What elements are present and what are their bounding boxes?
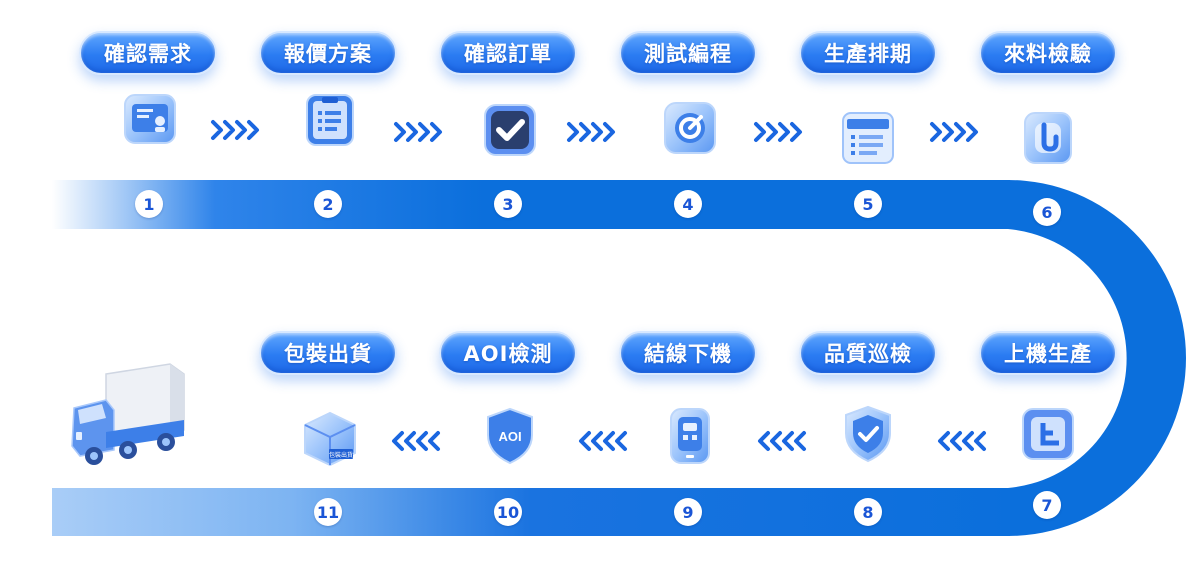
step-7-pill: 上機生產 (979, 331, 1117, 375)
step-1-label: 確認需求 (104, 42, 192, 66)
device-unload-icon (670, 408, 710, 464)
step-4-pill: 測試編程 (619, 31, 757, 75)
step-11-number: 11 (314, 498, 342, 526)
step-2-label: 報價方案 (284, 42, 372, 66)
step-8-number: 8 (854, 498, 882, 526)
track-top (52, 180, 1010, 229)
arrow-left-icon (392, 431, 440, 451)
target-gauge-icon (664, 102, 716, 154)
aoi-shield-icon: AOI (487, 407, 533, 465)
step-3-pill: 確認訂單 (439, 31, 577, 75)
aoi-icon-text: AOI (498, 429, 521, 444)
inspection-tablet-icon (1024, 112, 1072, 164)
step-6-label: 來料檢驗 (1004, 42, 1092, 66)
step-8-label: 品質巡檢 (824, 342, 912, 366)
step-9-label: 結線下機 (644, 342, 732, 366)
step-11-pill: 包裝出貨 (259, 331, 397, 375)
package-box-icon: 包裝出貨 (304, 411, 356, 467)
step-1-pill: 確認需求 (79, 31, 217, 75)
step-4-label: 測試編程 (644, 42, 732, 66)
step-7-number: 7 (1033, 491, 1061, 519)
track-curve (1008, 180, 1186, 536)
arrow-right-icon (567, 122, 615, 142)
step-6-pill: 來料檢驗 (979, 31, 1117, 75)
shield-check-icon (845, 405, 891, 463)
step-10-number: 10 (494, 498, 522, 526)
arrow-right-icon (211, 120, 259, 140)
step-2-number: 2 (314, 190, 342, 218)
arrow-left-icon (579, 431, 627, 451)
presentation-board-icon (124, 94, 176, 144)
step-2-pill: 報價方案 (259, 31, 397, 75)
step-4-number: 4 (674, 190, 702, 218)
step-5-number: 5 (854, 190, 882, 218)
step-9-pill: 結線下機 (619, 331, 757, 375)
step-5-pill: 生產排期 (799, 31, 937, 75)
step-3-number: 3 (494, 190, 522, 218)
step-8-pill: 品質巡檢 (799, 331, 937, 375)
step-6-number: 6 (1033, 198, 1061, 226)
step-3-label: 確認訂單 (464, 42, 552, 66)
step-5-label: 生產排期 (824, 42, 912, 66)
step-10-label: AOI檢測 (463, 342, 553, 366)
step-11-label: 包裝出貨 (284, 342, 372, 366)
delivery-truck-icon (71, 363, 185, 465)
arrow-left-icon (758, 431, 806, 451)
arrow-right-icon (754, 122, 802, 142)
step-10-pill: AOI檢測 (439, 331, 577, 375)
arrow-left-icon (938, 431, 986, 451)
step-7-label: 上機生產 (1004, 342, 1092, 366)
track-bottom (52, 488, 1010, 536)
step-9-number: 9 (674, 498, 702, 526)
arrow-right-icon (930, 122, 978, 142)
step-1-number: 1 (135, 190, 163, 218)
machine-start-icon (1022, 408, 1074, 460)
arrow-right-icon (394, 122, 442, 142)
clipboard-list-icon (306, 94, 354, 146)
checkmark-box-icon (484, 104, 536, 156)
schedule-card-icon (842, 112, 894, 164)
package-icon-text: 包裝出貨 (329, 451, 353, 459)
